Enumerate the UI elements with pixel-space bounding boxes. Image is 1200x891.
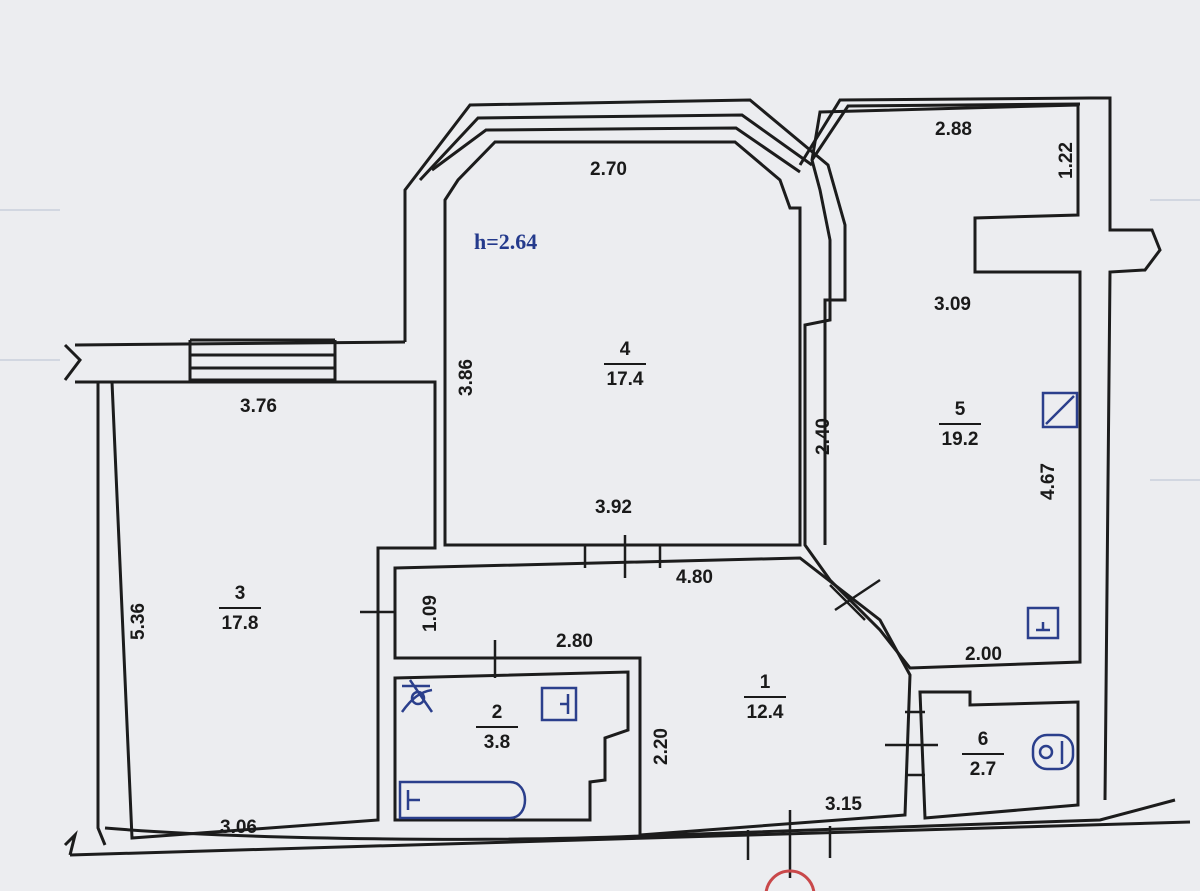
room-1-number: 1 [744, 673, 786, 698]
stove-icon [1041, 391, 1079, 429]
left-wall-top-outer [74, 340, 406, 347]
room-4-label: 4 17.4 [590, 340, 660, 389]
dim-room5-right: 4.67 [1037, 463, 1059, 500]
right-outer-wall [1090, 96, 1162, 801]
left-wall-break-top [63, 343, 82, 381]
bathtub-icon [398, 780, 527, 820]
bay-outer [403, 98, 847, 545]
sink-icon [540, 686, 578, 722]
dim-room1-left: 2.20 [650, 728, 672, 765]
dim-room4-bottom: 3.92 [595, 497, 632, 518]
kitchen-sink-icon [1026, 606, 1060, 640]
dim-room5-niche: 1.22 [1055, 142, 1077, 179]
dim-room5-bottom: 2.00 [965, 644, 1002, 665]
dim-hall-top: 4.80 [676, 567, 713, 588]
fixtures [398, 391, 1079, 820]
dim-room3-bottom: 3.06 [220, 817, 257, 838]
window-left [190, 338, 335, 382]
dim-room5-left: 2.40 [812, 418, 834, 455]
room-5-number: 5 [939, 400, 981, 425]
wc-outline [918, 690, 1080, 820]
room-1-label: 1 12.4 [730, 673, 800, 722]
dim-room3-left: 5.36 [127, 603, 149, 640]
room-3-number: 3 [219, 584, 261, 609]
room-6-label: 6 2.7 [948, 730, 1018, 779]
room-4-number: 4 [604, 340, 646, 365]
dim-room4-left: 3.86 [455, 359, 477, 396]
room-2-number: 2 [476, 703, 518, 728]
room5-outline [803, 103, 1082, 670]
outer-left-wall [96, 382, 107, 846]
shower-icon [400, 679, 434, 713]
room-6-area: 2.7 [969, 759, 997, 780]
room-2-label: 2 3.8 [462, 703, 532, 752]
door-marks [360, 535, 938, 878]
stamp-mark [764, 869, 816, 891]
room-2-area: 3.8 [483, 732, 511, 753]
room-5-label: 5 19.2 [925, 400, 995, 449]
bay-mid [418, 113, 813, 182]
dim-room5-mid: 3.09 [934, 294, 971, 315]
dim-bath-top: 2.80 [556, 631, 593, 652]
room-1-area: 12.4 [746, 702, 784, 723]
room-3-area: 17.8 [221, 613, 259, 634]
bath-outline [393, 670, 630, 822]
room-4-area: 17.4 [606, 369, 644, 390]
ceiling-height-label: h=2.64 [474, 229, 538, 254]
hall-outer-left [376, 548, 397, 658]
dim-room3-top: 3.76 [240, 396, 277, 417]
room-6-number: 6 [962, 730, 1004, 755]
room-5-area: 19.2 [941, 429, 979, 450]
toilet-icon [1031, 733, 1075, 771]
dim-room1-bottom: 3.15 [825, 794, 862, 815]
walls [63, 96, 1191, 857]
paper-ruling [0, 199, 1200, 481]
room5-window [798, 96, 1091, 166]
window-left-sides [188, 340, 337, 382]
dim-room5-top: 2.88 [935, 119, 972, 140]
room-3-label: 3 17.8 [205, 584, 275, 633]
dim-hall-left: 1.09 [419, 595, 441, 632]
bottom-facade-outer [69, 820, 1191, 857]
bay-mid2 [431, 126, 801, 174]
dim-room4-top: 2.70 [590, 159, 627, 180]
room4-outline [443, 140, 802, 547]
